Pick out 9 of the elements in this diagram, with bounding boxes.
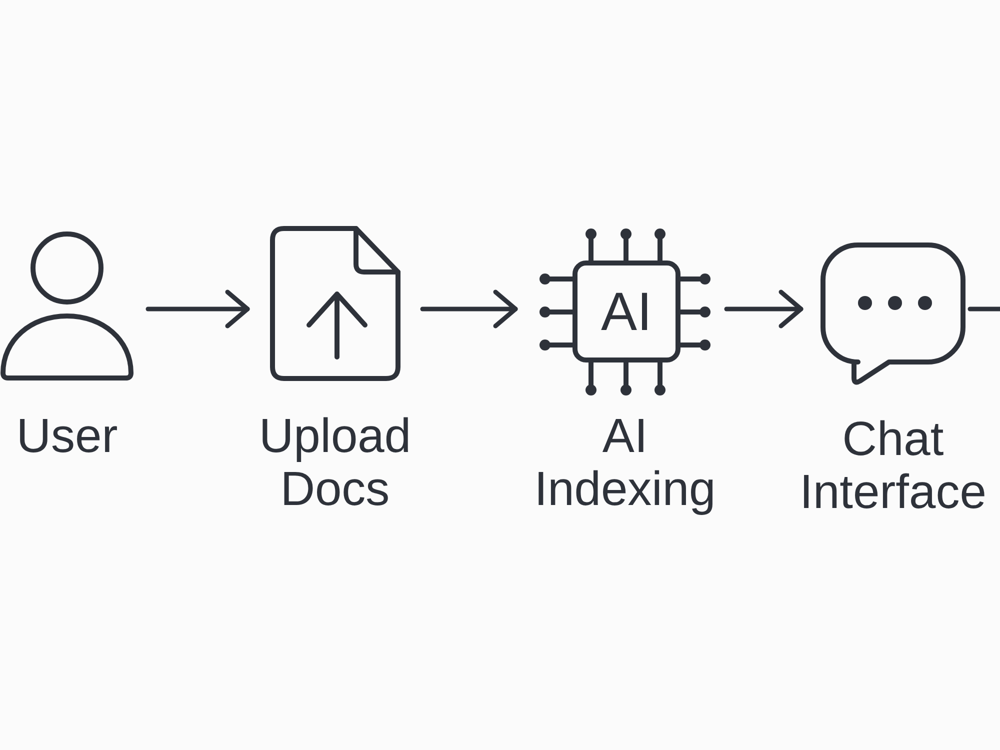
connector-line: [968, 306, 1000, 312]
node-label: Upload Docs: [258, 410, 412, 516]
node-label: User: [16, 410, 118, 463]
node-label: Chat Interface: [798, 413, 988, 519]
arrow: [724, 290, 804, 328]
arrow: [146, 290, 250, 328]
arrow: [420, 290, 518, 328]
chip-label: AI: [600, 284, 652, 338]
node-label: AI Indexing: [533, 410, 717, 516]
